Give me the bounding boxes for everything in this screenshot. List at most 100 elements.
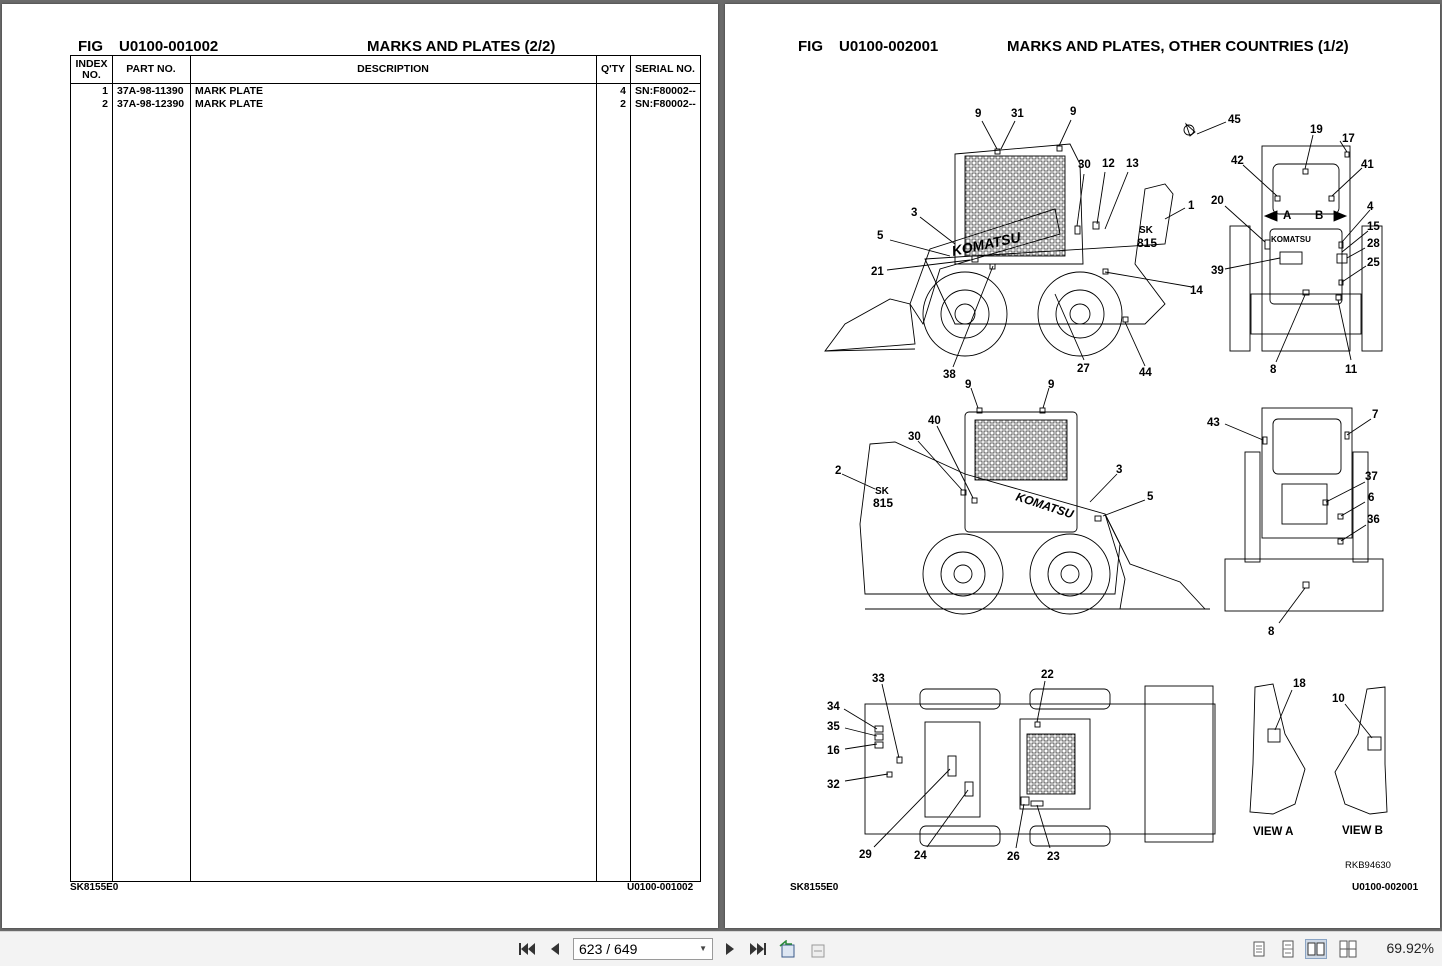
model-badge-number-2: 815 bbox=[873, 496, 893, 510]
callout-label: 37 bbox=[1365, 471, 1378, 483]
row-index: 1 bbox=[102, 85, 108, 97]
callout-label: 8 bbox=[1270, 364, 1277, 376]
rotate-alt-button[interactable] bbox=[807, 939, 829, 959]
callout-label: 27 bbox=[1077, 363, 1090, 375]
callout-label: 30 bbox=[908, 431, 921, 443]
callout-label: 17 bbox=[1342, 133, 1355, 145]
parts-diagram: KOMATSU SK 815 bbox=[824, 106, 1391, 871]
loader-front-view bbox=[1224, 407, 1384, 612]
callout-label: 44 bbox=[1139, 367, 1152, 379]
rotate-button[interactable] bbox=[777, 939, 799, 959]
row-serial: SN:F80002-- bbox=[635, 85, 696, 97]
right-page: FIG U0100-002001 MARKS AND PLATES, OTHER… bbox=[725, 4, 1440, 928]
callout-label: 42 bbox=[1231, 155, 1244, 167]
callout-label: 1 bbox=[1188, 200, 1195, 212]
callout-label: 2 bbox=[835, 465, 841, 477]
rotate-alt-icon bbox=[811, 944, 825, 958]
callout-label: 30 bbox=[1078, 159, 1091, 171]
fig-label: FIG bbox=[798, 38, 823, 55]
model-badge-sk-2: SK bbox=[875, 486, 890, 497]
callout-label: 3 bbox=[1116, 464, 1122, 476]
loader-top-view bbox=[864, 685, 1216, 847]
callout-label: 9 bbox=[1070, 106, 1076, 118]
callout-label: 36 bbox=[1367, 514, 1380, 526]
callout-label: 32 bbox=[827, 779, 840, 791]
col-header-description: DESCRIPTION bbox=[357, 63, 429, 75]
callout-label: 14 bbox=[1190, 285, 1203, 297]
callout-label: 45 bbox=[1228, 114, 1241, 126]
footer-left: SK8155E0 bbox=[790, 882, 839, 893]
row-serial: SN:F80002-- bbox=[635, 98, 696, 110]
two-page-view-button[interactable] bbox=[1305, 939, 1327, 959]
row-index: 2 bbox=[102, 98, 108, 110]
two-page-icon bbox=[1307, 942, 1325, 956]
callout-label: 11 bbox=[1345, 364, 1358, 376]
last-page-button[interactable] bbox=[747, 939, 769, 959]
page-title: MARKS AND PLATES, OTHER COUNTRIES (1/2) bbox=[1007, 38, 1349, 55]
previous-page-icon bbox=[551, 943, 559, 955]
continuous-view-button[interactable] bbox=[1277, 939, 1299, 959]
callout-label: 25 bbox=[1367, 257, 1380, 269]
view-b-panel bbox=[1334, 686, 1388, 815]
callout-label: 3 bbox=[911, 207, 917, 219]
two-page-continuous-icon bbox=[1339, 940, 1357, 958]
page-number-select[interactable]: 623 / 649 ▼ bbox=[573, 938, 713, 960]
two-page-continuous-view-button[interactable] bbox=[1337, 939, 1359, 959]
page-indicator: 623 / 649 bbox=[579, 941, 638, 957]
loader-rear-view bbox=[1183, 122, 1383, 352]
zoom-level[interactable]: 69.92% bbox=[1386, 940, 1434, 956]
first-page-button[interactable] bbox=[516, 939, 538, 959]
callout-label: 41 bbox=[1361, 159, 1374, 171]
callout-label: 21 bbox=[871, 266, 884, 278]
fig-label: FIG bbox=[78, 38, 103, 55]
previous-page-button[interactable] bbox=[544, 939, 566, 959]
col-header-qty: Q'TY bbox=[600, 63, 626, 75]
rotate-icon bbox=[779, 940, 795, 958]
next-page-button[interactable] bbox=[719, 939, 741, 959]
left-page: FIG U0100-001002 MARKS AND PLATES (2/2) … bbox=[2, 4, 718, 928]
continuous-view-icon bbox=[1282, 940, 1294, 958]
callout-label: 29 bbox=[859, 849, 872, 861]
loader-side-view-left bbox=[824, 143, 1174, 357]
callout-label: 22 bbox=[1041, 669, 1054, 681]
view-a-panel bbox=[1249, 683, 1306, 815]
callout-label: 34 bbox=[827, 701, 840, 713]
model-badge-number: 815 bbox=[1137, 236, 1157, 250]
callout-label: 10 bbox=[1332, 693, 1345, 705]
fig-number: U0100-001002 bbox=[119, 38, 219, 55]
loader-side-view-right bbox=[859, 407, 1210, 615]
row-description: MARK PLATE bbox=[195, 85, 264, 97]
callout-label: 5 bbox=[1147, 491, 1154, 503]
footer-right: U0100-002001 bbox=[1352, 882, 1419, 893]
row-qty: 4 bbox=[620, 85, 626, 97]
parts-table: INDEX NO. PART NO. DESCRIPTION Q'TY SERI… bbox=[70, 55, 701, 882]
callout-label: 9 bbox=[975, 108, 981, 120]
view-a-label: VIEW A bbox=[1253, 826, 1293, 838]
fig-number: U0100-002001 bbox=[839, 38, 939, 55]
callout-label: 19 bbox=[1310, 124, 1323, 136]
callout-label: 16 bbox=[827, 745, 840, 757]
callout-label: 20 bbox=[1211, 195, 1224, 207]
last-page-icon bbox=[750, 943, 766, 955]
rear-brand-text: KOMATSU bbox=[1271, 235, 1311, 244]
callout-label: 40 bbox=[928, 415, 941, 427]
single-page-view-button[interactable] bbox=[1248, 939, 1270, 959]
view-b-arrow-label: B bbox=[1315, 210, 1323, 222]
view-b-label: VIEW B bbox=[1342, 825, 1383, 837]
callout-label: 9 bbox=[965, 379, 971, 391]
callout-label: 9 bbox=[1048, 379, 1054, 391]
callout-label: 23 bbox=[1047, 851, 1060, 863]
callout-label: 8 bbox=[1268, 626, 1275, 638]
view-a-arrow-label: A bbox=[1283, 210, 1291, 222]
callout-label: 12 bbox=[1102, 158, 1115, 170]
row-qty: 2 bbox=[620, 98, 626, 110]
callout-label: 5 bbox=[877, 230, 884, 242]
footer-right: U0100-001002 bbox=[627, 882, 694, 893]
callout-label: 4 bbox=[1367, 201, 1374, 213]
row-description: MARK PLATE bbox=[195, 98, 264, 110]
viewer-toolbar: 623 / 649 ▼ 69.92% bbox=[0, 931, 1442, 966]
callout-label: 35 bbox=[827, 721, 840, 733]
model-badge-sk: SK bbox=[1139, 225, 1154, 236]
row-part-no: 37A-98-12390 bbox=[117, 98, 185, 110]
callout-label: 31 bbox=[1011, 108, 1024, 120]
